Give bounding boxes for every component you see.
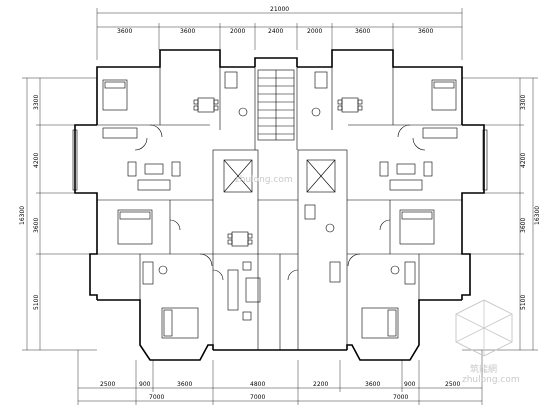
sofa-center — [227, 261, 261, 321]
sofa-left — [127, 161, 181, 191]
top-dim-2: 3600 — [180, 28, 195, 35]
bottom-dim-5: 2200 — [313, 381, 328, 388]
watermark-logo-text: 筑龍網 — [470, 363, 497, 375]
top-dim-5: 2000 — [307, 28, 322, 35]
elevator-left — [223, 159, 253, 193]
bottom-overall-1: 7000 — [149, 394, 164, 401]
bottom-overall-3: 7000 — [393, 394, 408, 401]
dining-left — [193, 97, 219, 113]
top-overall-dimension: 21000 — [270, 6, 289, 13]
bottom-dim-1: 2500 — [100, 381, 115, 388]
left-dim-4: 5100 — [33, 295, 40, 310]
top-dim-7: 3600 — [418, 28, 433, 35]
watermark-logo — [455, 299, 513, 357]
right-overall-dimension: 16300 — [534, 206, 541, 225]
bottom-dim-7: 900 — [404, 381, 416, 388]
top-dim-4: 2400 — [268, 28, 283, 35]
left-dim-3: 3600 — [33, 218, 40, 233]
watermark-text: zhulong.com — [462, 375, 520, 385]
bottom-overall-2: 7000 — [250, 394, 265, 401]
bottom-dim-8: 2500 — [445, 381, 460, 388]
right-dim-1: 3300 — [520, 95, 527, 110]
bed-mid-left — [117, 209, 153, 245]
bed-bottom-right — [361, 307, 399, 339]
top-dimension-lines — [96, 8, 463, 60]
bathroom-fixtures — [142, 71, 416, 285]
interior-partitions — [97, 67, 462, 351]
bed-mid-right — [399, 209, 435, 245]
dining-center — [227, 231, 253, 247]
bottom-dim-4: 4800 — [250, 381, 265, 388]
top-dim-6: 3600 — [355, 28, 370, 35]
bottom-dimension-lines — [77, 350, 483, 405]
bed-top-right — [431, 79, 457, 111]
sofa-right — [379, 161, 433, 191]
dining-right — [337, 97, 363, 113]
left-dim-1: 3300 — [33, 95, 40, 110]
bottom-dim-3: 3600 — [177, 381, 192, 388]
exterior-walls — [74, 49, 485, 361]
door-swings — [134, 124, 426, 281]
right-dimension-lines — [462, 77, 538, 351]
left-overall-dimension: 16300 — [19, 206, 26, 225]
bottom-dim-6: 3600 — [365, 381, 380, 388]
top-dim-3: 2000 — [230, 28, 245, 35]
right-dim-4: 5100 — [520, 295, 527, 310]
bed-bottom-left — [161, 307, 199, 339]
balconies — [72, 127, 488, 191]
top-dim-1: 3600 — [117, 28, 132, 35]
bottom-dim-2: 900 — [139, 381, 151, 388]
elevator-right — [306, 159, 336, 193]
bed-top-left — [102, 79, 128, 111]
right-dim-3: 3600 — [520, 218, 527, 233]
right-dim-2: 4200 — [520, 153, 527, 168]
watermark-center-text: zhulong.com — [235, 175, 293, 185]
stair — [257, 69, 295, 141]
left-dim-2: 4200 — [33, 153, 40, 168]
